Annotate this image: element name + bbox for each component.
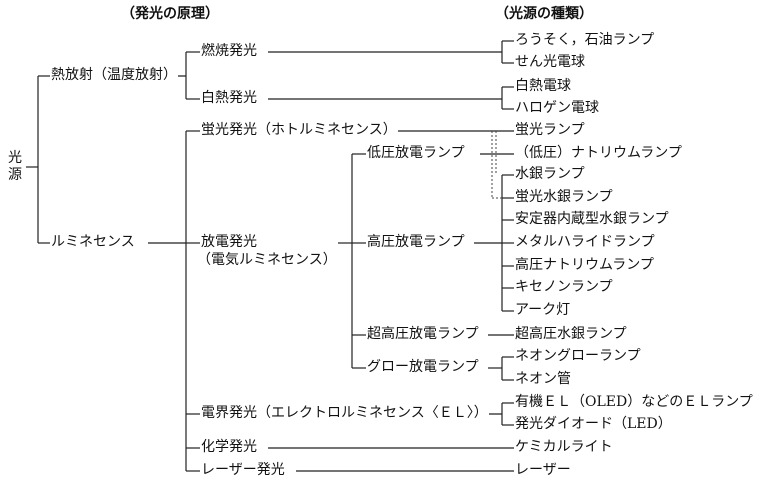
header-types: （光源の種類） (494, 6, 594, 23)
discharge-glow: グロー放電ランプ (366, 359, 480, 376)
source-oled: 有機ＥＬ（OLED）などのＥＬランプ (514, 394, 754, 411)
discharge-low-pressure: 低圧放電ランプ (366, 145, 466, 162)
principle-electroluminescence: 電界発光（エレクトロルミネセンス〈ＥＬ〉） (200, 405, 489, 422)
source-fluorescent-lamp: 蛍光ランプ (514, 122, 586, 139)
source-led: 発光ダイオード（LED） (514, 416, 673, 433)
header-principle: （発光の原理） (120, 6, 220, 23)
source-xenon: キセノンランプ (514, 279, 614, 296)
discharge-ultra-high-pressure: 超高圧放電ランプ (366, 326, 480, 343)
source-high-sodium: 高圧ナトリウムランプ (514, 257, 655, 274)
principle-discharge-sub: （電気ルミネセンス） (196, 252, 338, 269)
source-arc: アーク灯 (514, 302, 572, 319)
source-fluorescent-mercury: 蛍光水銀ランプ (514, 189, 614, 206)
source-low-sodium: （低圧）ナトリウムランプ (514, 145, 683, 162)
source-candle-oil: ろうそく，石油ランプ (514, 32, 656, 49)
principle-incandescence: 白熱発光 (200, 90, 258, 107)
principle-laser: レーザー発光 (200, 462, 286, 479)
root-light-source: 光源 (6, 150, 24, 184)
principle-discharge: 放電発光 (200, 234, 258, 251)
source-ballast-mercury: 安定器内蔵型水銀ランプ (514, 211, 670, 228)
source-metal-halide: メタルハライドランプ (514, 234, 656, 251)
category-luminescence: ルミネセンス (50, 234, 136, 251)
discharge-high-pressure: 高圧放電ランプ (366, 234, 466, 251)
source-halogen-bulb: ハロゲン電球 (514, 100, 600, 117)
principle-chemical: 化学発光 (200, 439, 258, 456)
source-incandescent-bulb: 白熱電球 (514, 78, 572, 95)
source-mercury: 水銀ランプ (514, 166, 586, 183)
source-ultra-mercury: 超高圧水銀ランプ (514, 326, 628, 343)
principle-combustion: 燃焼発光 (200, 43, 258, 60)
source-gas-mantle: せん光電球 (514, 54, 586, 71)
source-laser: レーザー (514, 462, 572, 479)
source-chemical-light: ケミカルライト (514, 439, 614, 456)
source-neon-tube: ネオン管 (514, 371, 572, 388)
category-thermal: 熱放射（温度放射） (50, 67, 178, 84)
source-neon-glow: ネオングローランプ (514, 348, 642, 365)
principle-fluorescence: 蛍光発光（ホトルミネセンス） (200, 122, 398, 139)
